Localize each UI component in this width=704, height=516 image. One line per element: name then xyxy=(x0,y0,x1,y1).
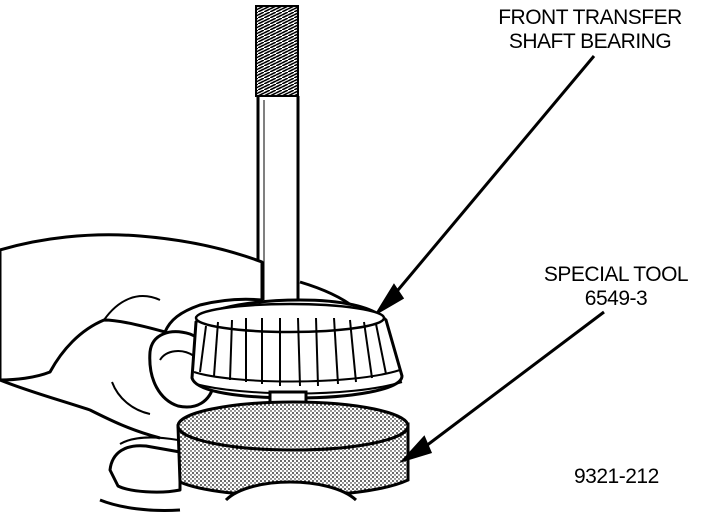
special-tool-6549-3 xyxy=(176,400,410,502)
front-transfer-shaft-bearing xyxy=(190,298,404,400)
arrow-to-tool xyxy=(417,310,605,454)
label-tool-line1: SPECIAL TOOL xyxy=(543,263,689,286)
figure-number: 9321-212 xyxy=(574,465,659,488)
finger-lower xyxy=(108,444,182,494)
leader-arrows xyxy=(376,55,605,464)
label-front-transfer-shaft-bearing: FRONT TRANSFER SHAFT BEARING xyxy=(492,6,688,54)
label-bearing-line1: FRONT TRANSFER xyxy=(498,6,682,29)
label-bearing-line2: SHAFT BEARING xyxy=(508,30,672,53)
label-special-tool: SPECIAL TOOL 6549-3 xyxy=(536,263,696,311)
label-tool-line2: 6549-3 xyxy=(584,287,648,310)
arrow-to-bearing xyxy=(386,55,596,303)
